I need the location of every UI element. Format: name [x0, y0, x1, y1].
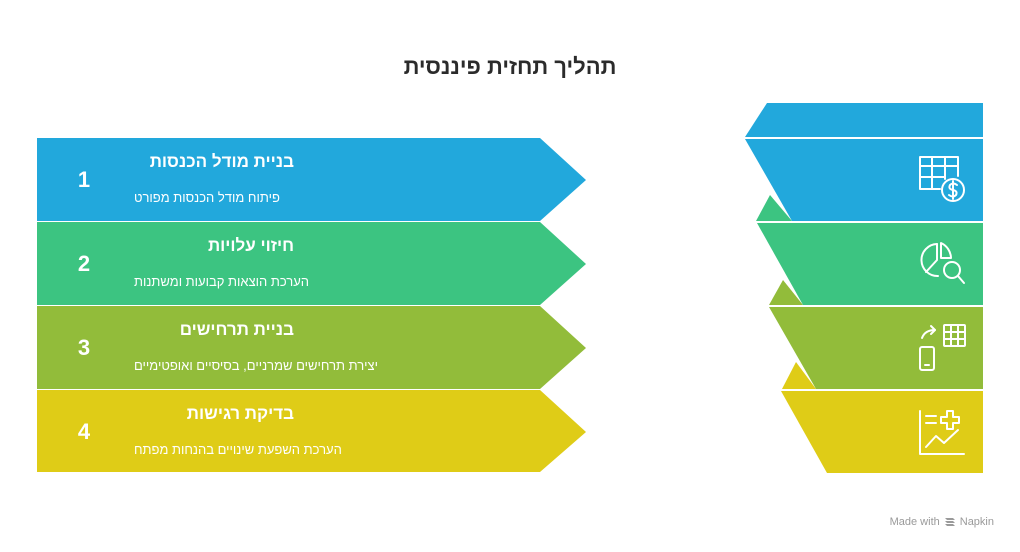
- step-2-band: [37, 222, 586, 305]
- made-with-footer[interactable]: Made with Napkin: [890, 516, 994, 528]
- slab-4: [781, 391, 983, 473]
- step-1-description: פיתוח מודל הכנסות מפורט: [134, 190, 280, 205]
- step-2-number: 2: [77, 251, 91, 276]
- step-3-number: 3: [77, 335, 91, 360]
- footer-text: Made with: [889, 516, 940, 528]
- slab-1: [745, 139, 983, 221]
- step-4-title: בדיקת רגישות: [186, 404, 294, 423]
- slab-1-top: [745, 103, 983, 137]
- step-1-band: [37, 138, 586, 221]
- slab-3-notch: [769, 280, 803, 305]
- slab-3: [769, 307, 983, 389]
- step-2-title: חיזוי עלויות: [207, 236, 294, 255]
- slab-2: [757, 223, 983, 305]
- step-4-band: [37, 390, 586, 472]
- spreadsheet-dollar-icon: [919, 156, 965, 202]
- step-3-description: יצירת תרחישים שמרניים, בסיסיים ואופטימיי…: [134, 358, 379, 373]
- napkin-logo-icon: [944, 518, 955, 526]
- step-3-title: בניית תרחישים: [179, 320, 294, 339]
- slab-4-notch: [782, 362, 816, 389]
- step-2-description: הערכת הוצאות קבועות ומשתנות: [134, 274, 310, 289]
- step-4-number: 4: [77, 419, 91, 444]
- step-4-description: הערכת השפעת שינויים בהנחות מפתח: [134, 442, 342, 457]
- footer-brand: Napkin: [959, 516, 994, 528]
- step-1-number: 1: [77, 167, 91, 192]
- phone-sync-table-icon: [919, 324, 966, 371]
- step-3-band: [37, 306, 586, 389]
- step-1-title: בניית מודל הכנסות: [149, 152, 294, 171]
- chart-plus-icon: [919, 410, 965, 455]
- slab-2-notch: [756, 195, 792, 221]
- page-title: תהליך תחזית פיננסית: [403, 54, 617, 79]
- pie-chart-magnifier-icon: [920, 242, 965, 284]
